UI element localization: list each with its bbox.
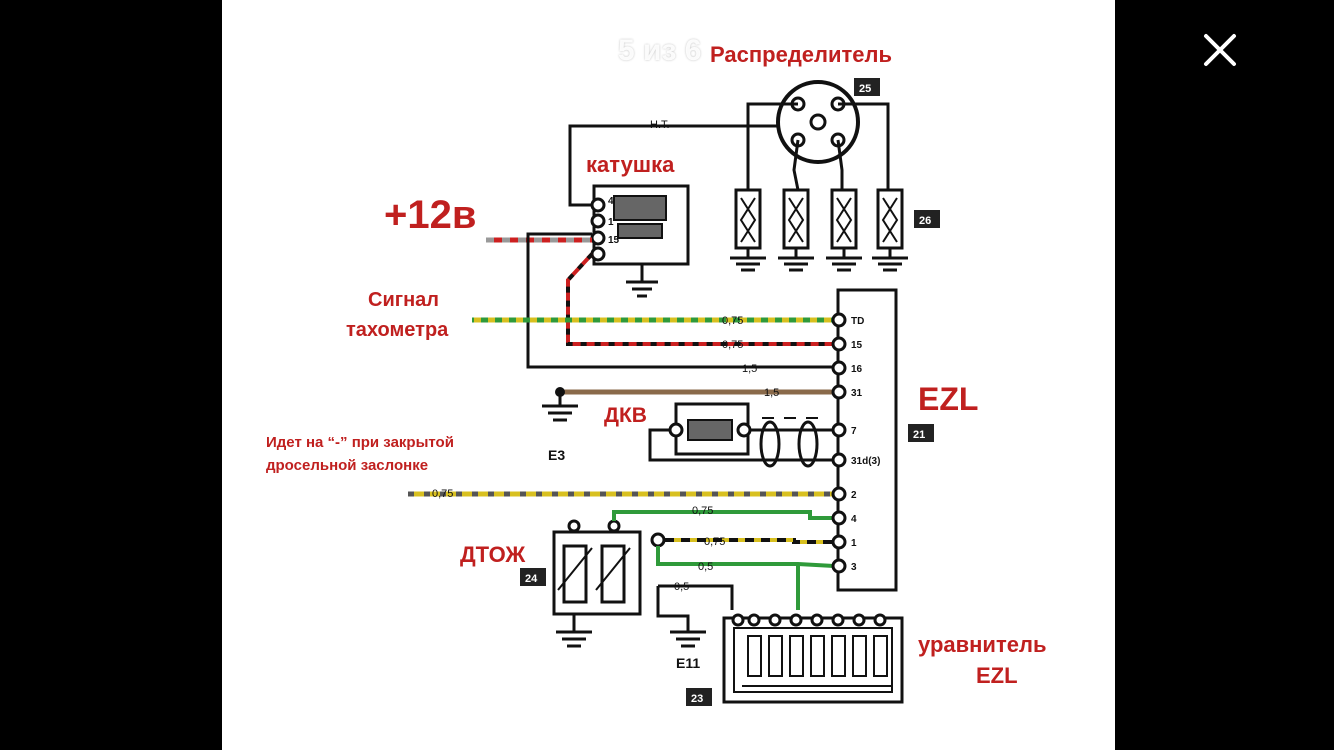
plus-12v-label: +12в <box>384 193 476 237</box>
e3-label: E3 <box>548 447 565 463</box>
throttle-note-line1: Идет на “-” при закрытой <box>266 434 454 451</box>
close-button[interactable] <box>1200 30 1240 70</box>
ezl-equalizer <box>722 613 904 704</box>
wiring-diagram-photo: H.T. <box>222 0 1115 750</box>
ignition-coil: 4 1 15 <box>590 184 690 298</box>
ref-box-23: 23 <box>686 688 712 706</box>
svg-text:4: 4 <box>608 196 614 207</box>
svg-text:15: 15 <box>608 235 620 246</box>
svg-text:7: 7 <box>851 426 857 437</box>
svg-text:1: 1 <box>608 217 614 228</box>
close-icon <box>1204 34 1236 66</box>
ezl-module: TD 15 16 31 7 31d(3) 2 4 1 3 <box>831 288 898 592</box>
coolant-temp-sensor <box>552 519 642 648</box>
tacho-signal-label-line2: тахометра <box>346 319 449 341</box>
spark-plug-connectors <box>730 188 908 272</box>
ref-box-21: 21 <box>908 424 934 442</box>
svg-text:21: 21 <box>913 429 925 441</box>
svg-text:0,75: 0,75 <box>704 536 725 548</box>
ref-box-24: 24 <box>520 568 546 586</box>
svg-text:1,5: 1,5 <box>764 387 779 399</box>
ref-box-25: 25 <box>854 78 880 96</box>
svg-text:16: 16 <box>851 364 863 375</box>
svg-text:0,75: 0,75 <box>432 488 453 500</box>
svg-text:26: 26 <box>919 215 931 227</box>
svg-text:0,5: 0,5 <box>698 561 713 573</box>
svg-text:23: 23 <box>691 693 703 705</box>
svg-text:24: 24 <box>525 573 538 585</box>
distributor <box>776 80 860 164</box>
equalizer-label-line2: EZL <box>976 663 1018 688</box>
throttle-note-line2: дросельной заслонке <box>266 457 428 474</box>
svg-text:0,75: 0,75 <box>722 315 743 327</box>
wiring-diagram: H.T. <box>266 42 1046 706</box>
tacho-signal-label-line1: Сигнал <box>368 289 439 311</box>
equalizer-label-line1: уравнитель <box>918 632 1046 657</box>
svg-text:15: 15 <box>851 340 863 351</box>
ref-box-26: 26 <box>914 210 940 228</box>
svg-text:25: 25 <box>859 83 871 95</box>
distributor-label: Распределитель <box>710 42 892 67</box>
image-counter: 5 из 6 <box>618 34 702 67</box>
dtozh-label: ДТОЖ <box>460 542 525 567</box>
svg-text:0,75: 0,75 <box>692 505 713 517</box>
wire-size-labels: 0,75 0,75 1,5 1,5 0,75 0,75 0,75 0,5 0,5 <box>432 315 779 593</box>
svg-text:0,5: 0,5 <box>674 581 689 593</box>
svg-text:1,5: 1,5 <box>742 363 757 375</box>
e11-label: E11 <box>676 655 700 671</box>
svg-text:4: 4 <box>851 514 857 525</box>
hv-label: H.T. <box>650 119 670 131</box>
svg-text:0,75: 0,75 <box>722 339 743 351</box>
svg-text:31: 31 <box>851 388 863 399</box>
dkv-label: ДКВ <box>604 404 647 427</box>
ezl-label: EZL <box>918 381 978 417</box>
svg-text:3: 3 <box>851 562 857 573</box>
svg-text:1: 1 <box>851 538 857 549</box>
svg-text:2: 2 <box>851 490 857 501</box>
svg-text:31d(3): 31d(3) <box>851 456 880 467</box>
svg-text:TD: TD <box>851 316 864 327</box>
coil-label: катушка <box>586 152 675 177</box>
crank-sensor <box>648 402 834 468</box>
